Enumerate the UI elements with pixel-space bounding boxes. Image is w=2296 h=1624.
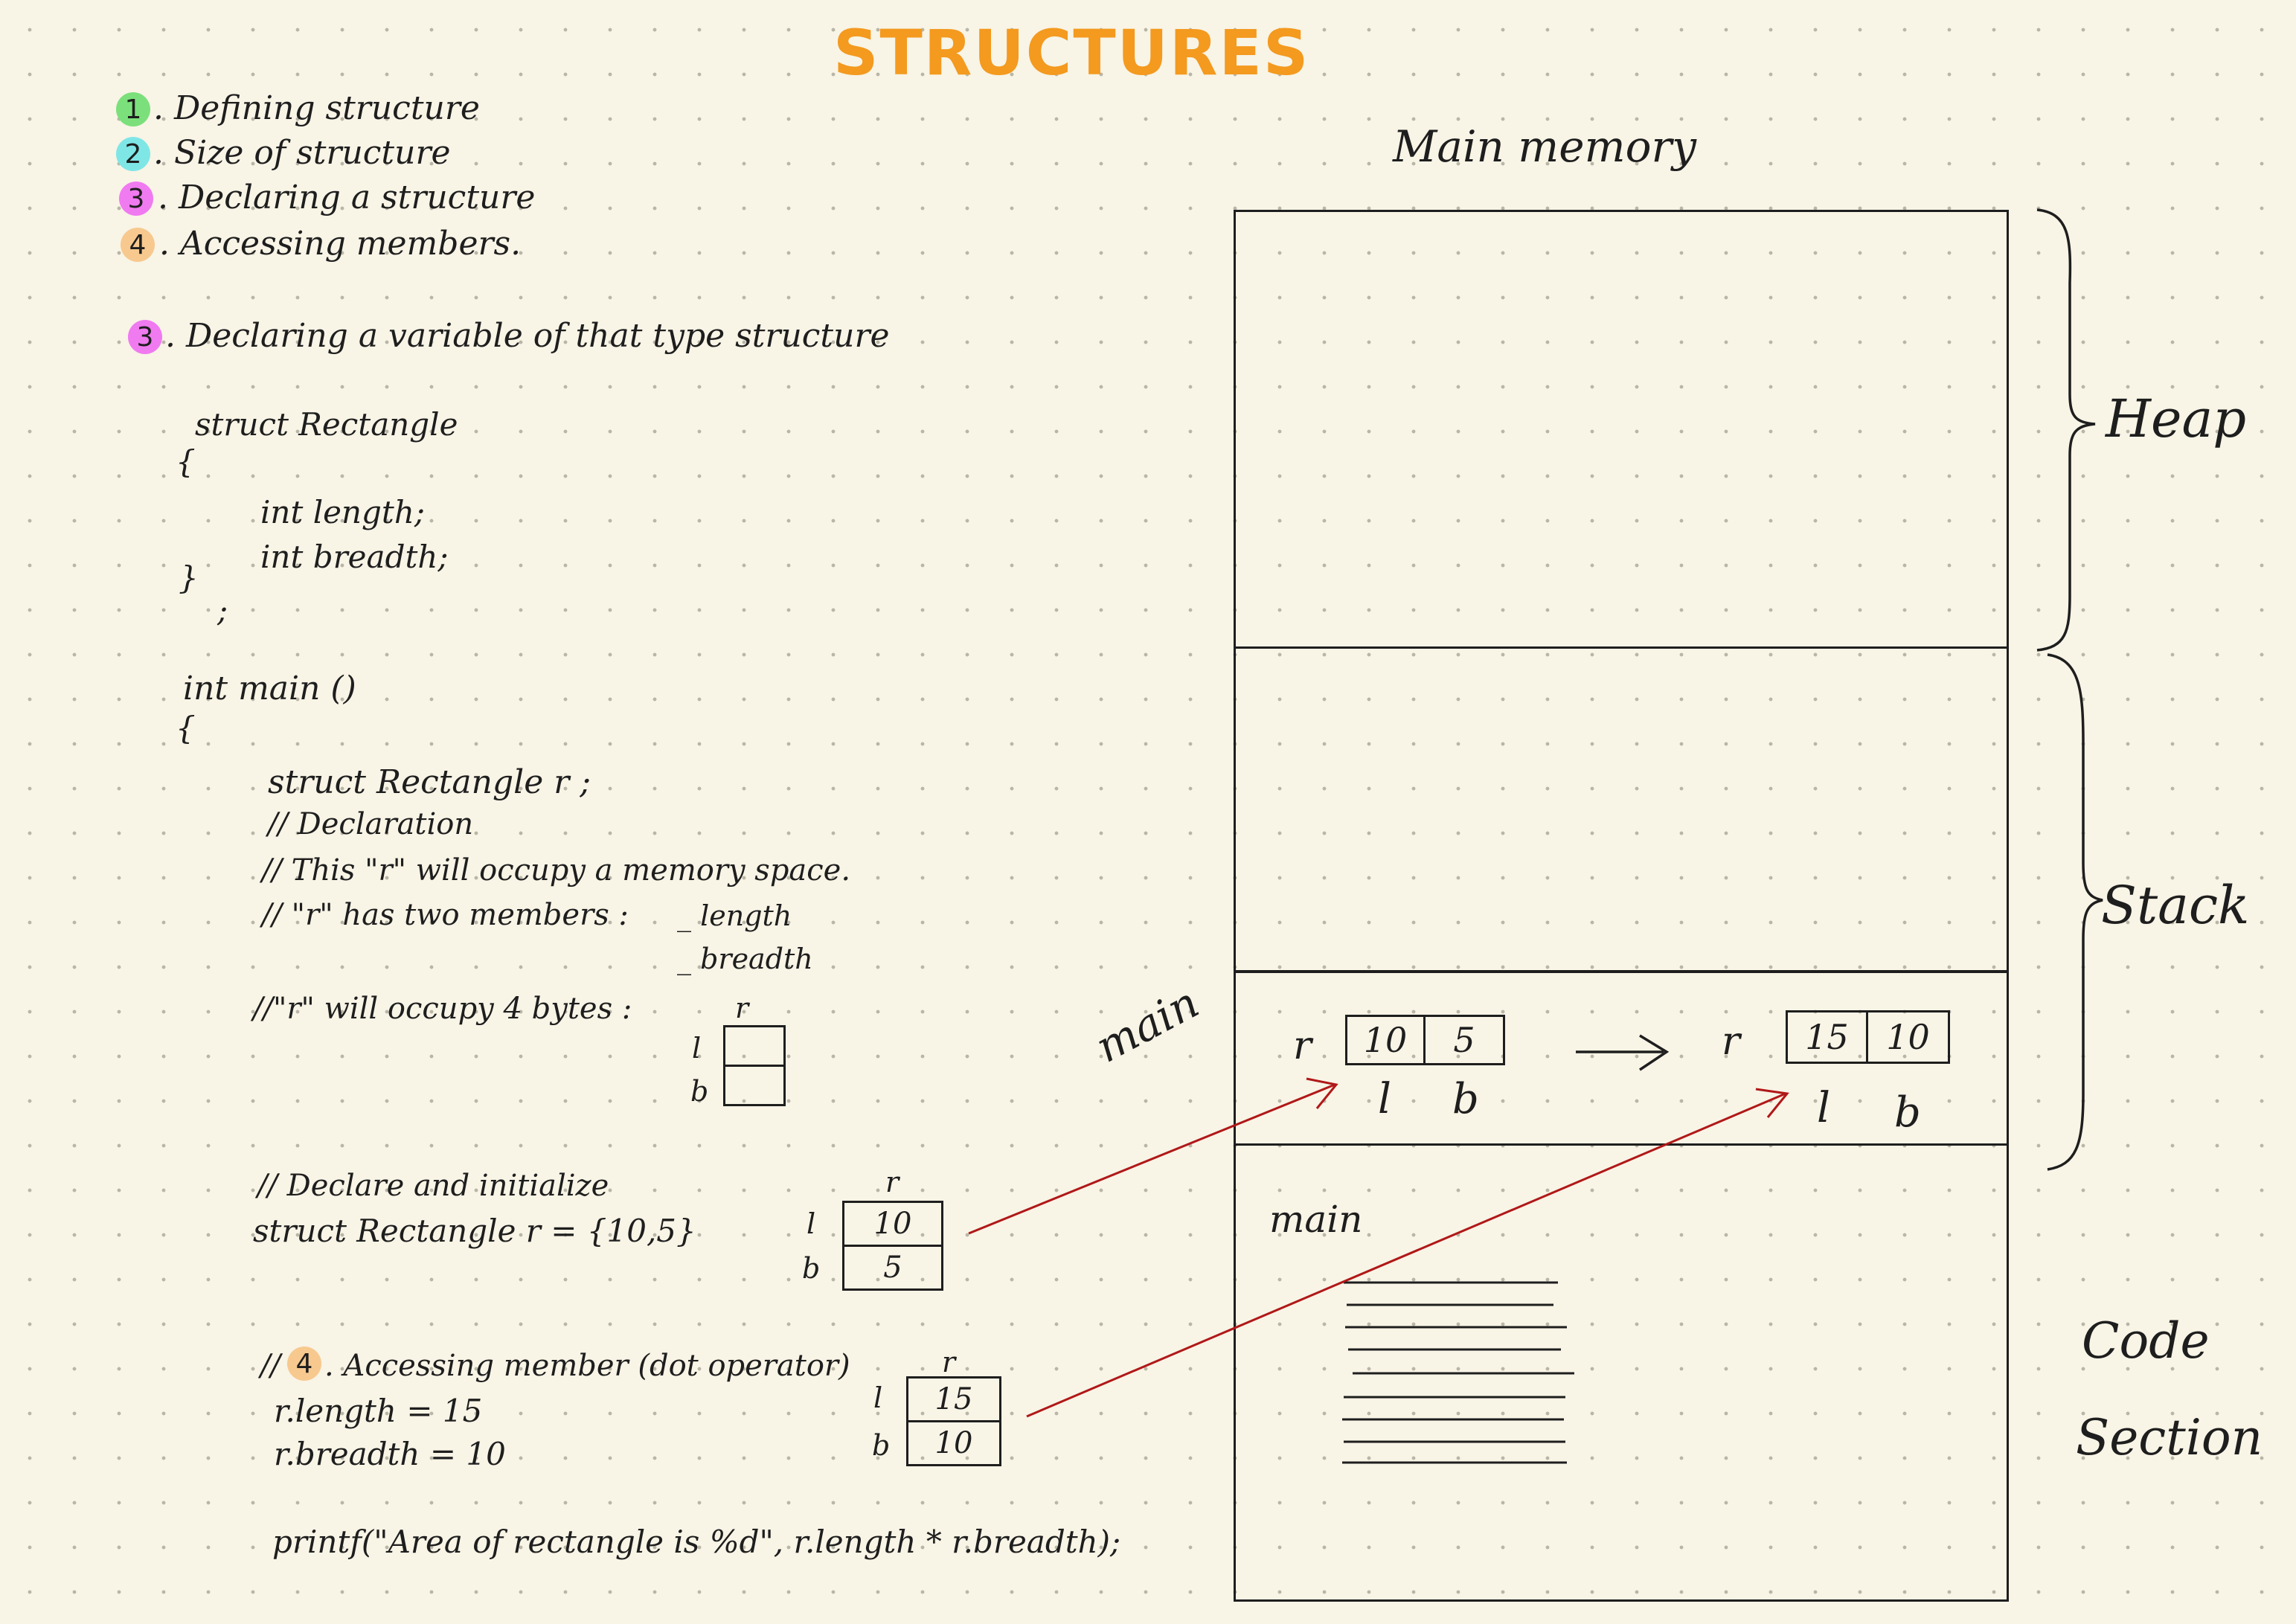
heap-label: Heap: [2106, 388, 2247, 449]
struct-field-breadth: int breadth;: [260, 539, 449, 575]
comment-member-length: _ length: [677, 899, 792, 932]
init-to-stack-arrow: [968, 1077, 1338, 1235]
code-label-line2: Section: [2076, 1409, 2263, 1466]
access-r-box-label-b: b: [872, 1429, 891, 1462]
stack-r-before-name: r: [1293, 1024, 1312, 1068]
empty-r-box-cell-breadth: [723, 1065, 786, 1106]
stack-r-after-label-b: b: [1894, 1088, 1921, 1137]
stack-r-after-breadth: 10: [1866, 1010, 1950, 1064]
heap-section: [1234, 210, 2009, 649]
stack-r-before-label-l: l: [1378, 1075, 1391, 1123]
assign-breadth: r.breadth = 10: [274, 1436, 506, 1472]
init-r-box-name: r: [885, 1166, 900, 1198]
comment-access-prefix: //: [260, 1349, 280, 1383]
topic-1-text: . Defining structure: [153, 89, 480, 127]
topic-4-badge: 4: [121, 228, 155, 262]
init-r-box-label-l: l: [807, 1207, 816, 1240]
page-title: STRUCTURES: [833, 16, 1310, 89]
empty-r-box-name: r: [735, 992, 749, 1024]
stack-label: Stack: [2101, 875, 2250, 936]
main-stack-frame: [1234, 970, 2009, 1146]
stack-r-before-label-b: b: [1452, 1075, 1479, 1123]
topic-3-badge: 3: [119, 182, 153, 216]
comment-declare-initialize: // Declare and initialize: [257, 1169, 609, 1203]
comment-two-members: // "r" has two members :: [262, 898, 629, 932]
empty-r-box-label-b: b: [690, 1075, 709, 1108]
assign-length: r.length = 15: [274, 1393, 483, 1429]
topic-2-badge: 2: [116, 137, 150, 171]
stack-r-after-name: r: [1722, 1019, 1740, 1064]
struct-header: struct Rectangle: [195, 406, 458, 443]
topic-3-text: . Declaring a structure: [158, 179, 536, 216]
access-r-box-name: r: [942, 1346, 956, 1379]
code-section-main-label: main: [1269, 1198, 1363, 1241]
main-open-brace: {: [176, 710, 196, 746]
stack-r-after-label-l: l: [1817, 1084, 1830, 1132]
access-to-stack-arrow: [1026, 1088, 1789, 1418]
topic-4-text: . Accessing members.: [159, 225, 522, 263]
access-badge: 4: [287, 1347, 321, 1381]
code-label-line1: Code: [2082, 1312, 2210, 1370]
init-r-box-label-b: b: [802, 1252, 821, 1285]
section-3-badge: 3: [128, 320, 162, 354]
stack-r-before-breadth: 5: [1423, 1015, 1505, 1065]
access-r-box-cell-breadth: 10: [906, 1420, 1001, 1466]
empty-r-box-label-l: l: [692, 1032, 702, 1065]
section-3-heading: . Declaring a variable of that type stru…: [165, 317, 890, 355]
comment-memory-space: // This "r" will occupy a memory space.: [262, 853, 851, 888]
struct-semicolon: ;: [217, 592, 228, 629]
struct-close-brace: }: [179, 559, 199, 596]
init-statement: struct Rectangle r = {10,5}: [253, 1213, 696, 1249]
code-section: [1234, 1143, 2009, 1602]
stack-brace: [2047, 653, 2103, 1171]
init-r-box-cell-breadth: 5: [842, 1245, 943, 1291]
comment-member-breadth: _ breadth: [677, 943, 813, 975]
main-signature: int main (): [183, 670, 356, 707]
memory-title: Main memory: [1393, 121, 1697, 172]
heap-brace: [2036, 208, 2096, 652]
comment-access-member: . Accessing member (dot operator): [324, 1349, 850, 1383]
comment-declaration: // Declaration: [268, 807, 474, 841]
printf-statement: printf("Area of rectangle is %d", r.leng…: [272, 1524, 1121, 1560]
comment-four-bytes: //"r" will occupy 4 bytes :: [253, 992, 632, 1026]
topic-1-badge: 1: [116, 92, 150, 126]
struct-open-brace: {: [176, 443, 196, 480]
access-r-box-label-l: l: [873, 1381, 883, 1414]
declaration-line: struct Rectangle r ;: [268, 763, 591, 801]
topic-2-text: . Size of structure: [153, 134, 451, 172]
struct-field-length: int length;: [260, 494, 426, 530]
